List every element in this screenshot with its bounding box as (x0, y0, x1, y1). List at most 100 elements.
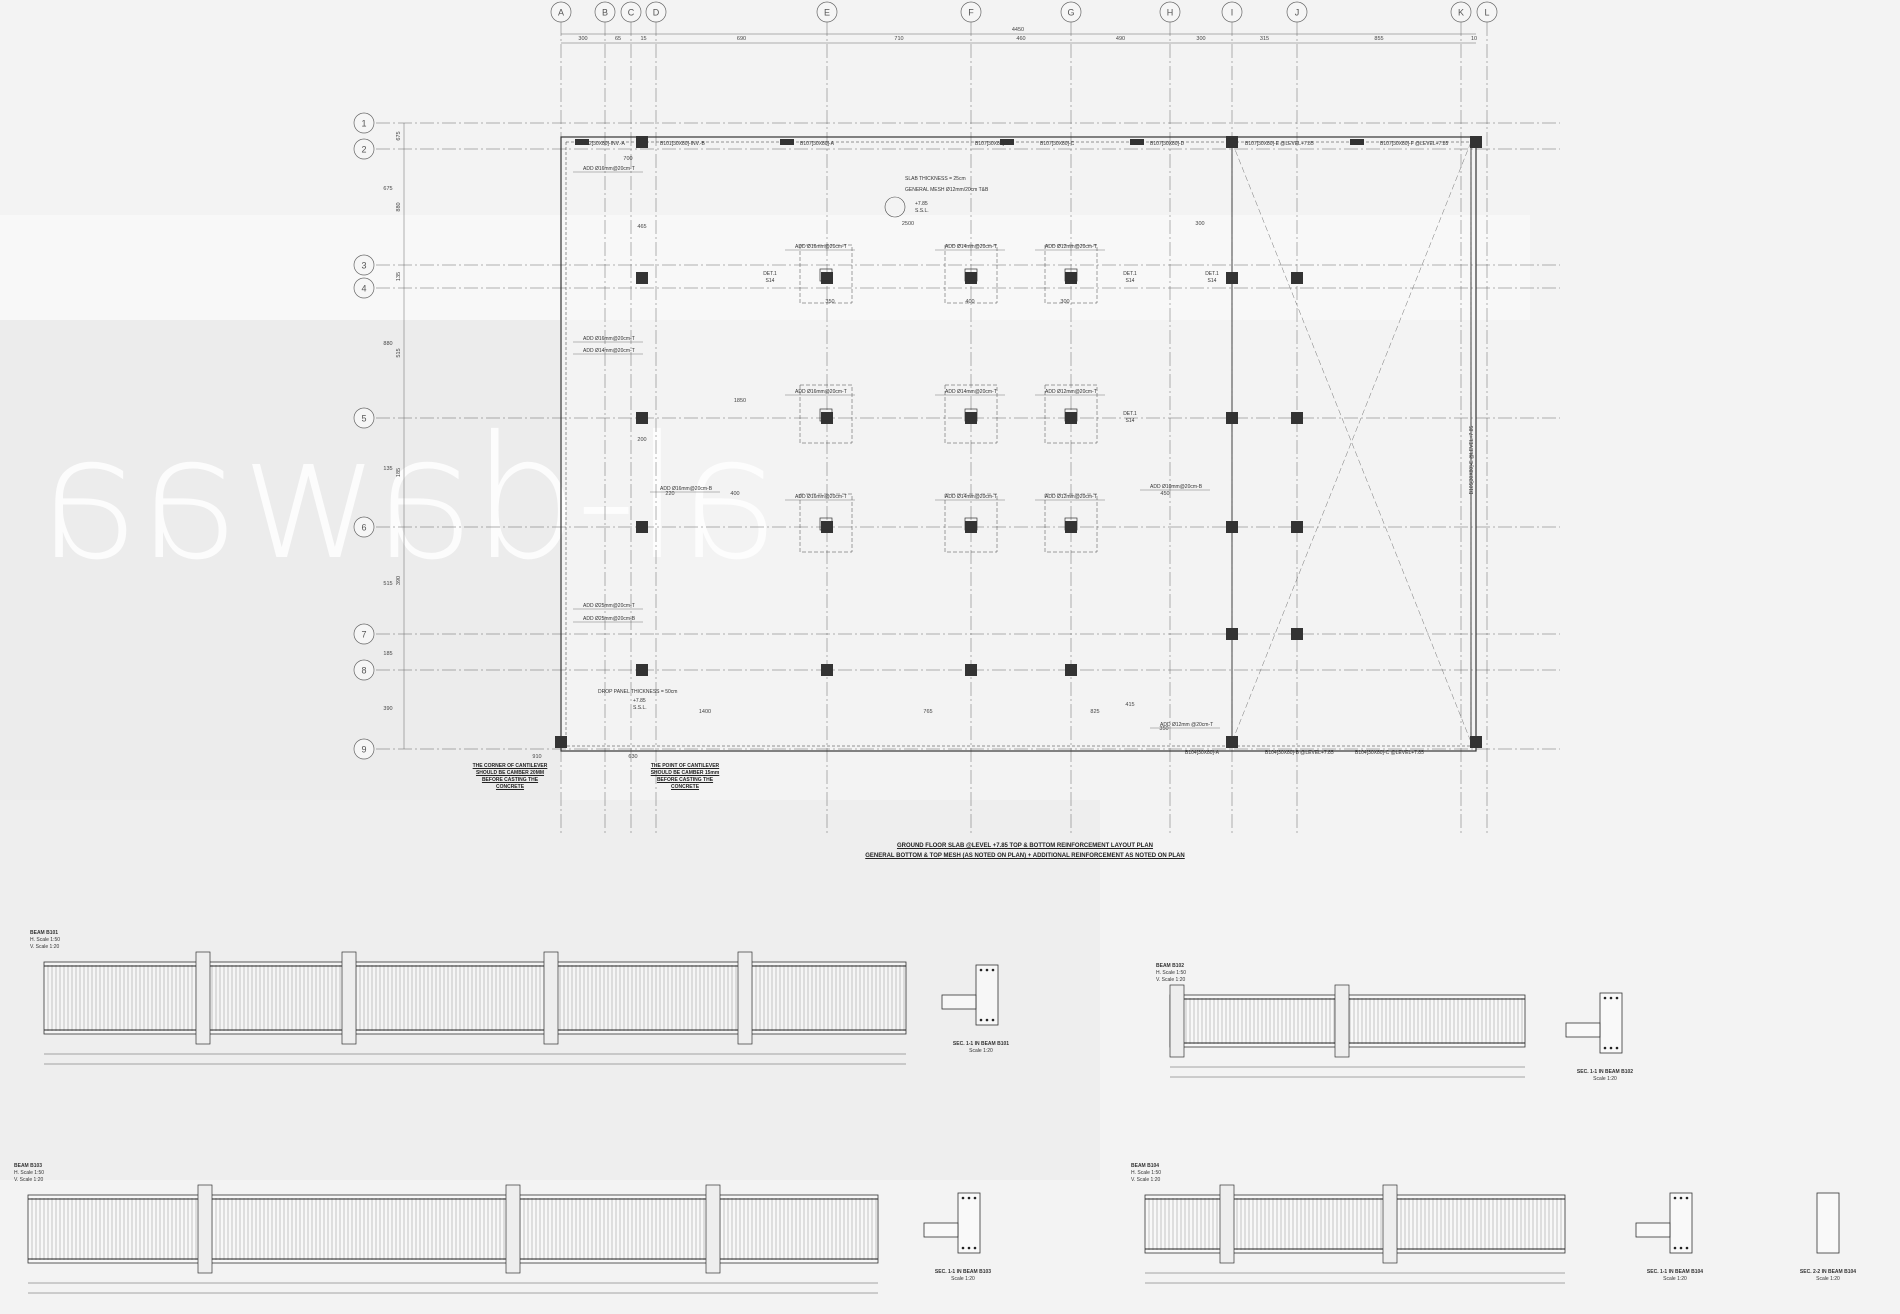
general-mesh-note: GENERAL MESH Ø12mm/20cm T&B (905, 187, 989, 193)
column (1226, 521, 1238, 533)
grid-row-label: 4 (361, 284, 366, 294)
column (1065, 521, 1077, 533)
drop-panel-core (964, 517, 978, 531)
dimension-text: 2500 (902, 221, 914, 227)
grid-bubble (816, 1, 838, 23)
beam-outline (27, 1194, 879, 1264)
section-title: SEC. 2-2 IN BEAM B104 (1800, 1269, 1856, 1275)
dimension-text: 1400 (699, 709, 711, 715)
beam-stub (1350, 139, 1364, 145)
beam-hscale: H. Scale 1:50 (1131, 1170, 1161, 1176)
dimension-text: 185 (383, 651, 392, 657)
grid-column-label: D (653, 8, 660, 18)
section-scale: Scale 1:20 (969, 1048, 993, 1054)
column (965, 521, 977, 533)
section-web (957, 1192, 981, 1254)
grid-column-label: I (1231, 8, 1234, 18)
section-scale: Scale 1:20 (951, 1276, 975, 1282)
support-column (1334, 984, 1350, 1058)
section-web (1599, 992, 1623, 1054)
additional-reinforcement-label: ADD Ø16mm@20cm-T (795, 389, 847, 395)
slab-inner-edge (565, 141, 1472, 747)
detail-marker: DET.1 (763, 271, 777, 277)
dimension-text: 300 (1195, 221, 1204, 227)
drop-panel-core (1064, 408, 1078, 422)
void-cross (1231, 141, 1472, 743)
beam-label: B107[30X80]-C (1040, 141, 1075, 147)
additional-reinforcement-label: ADD Ø12mm@20cm-T (1045, 389, 1097, 395)
grid-row-label: 2 (361, 145, 366, 155)
grid-row-label: 8 (361, 666, 366, 676)
column (1226, 736, 1238, 748)
grid-row-label: 5 (361, 414, 366, 424)
grid-dimension: 460 (1016, 36, 1025, 42)
support-column (341, 951, 357, 1045)
drop-panel-core (819, 268, 833, 282)
beam-label: B107[30X80]-E @LEVEL+7.85 (1245, 141, 1314, 147)
ssl-label: S.S.L. (915, 208, 929, 214)
grid-row-label: 9 (361, 745, 366, 755)
rebar-dot (1679, 1246, 1683, 1250)
dimension-text: 465 (637, 224, 646, 230)
beam-name: BEAM B101 (30, 930, 58, 936)
support-column (543, 951, 559, 1045)
grid-column-label: H (1167, 8, 1174, 18)
section-flange (1635, 1222, 1671, 1238)
column (1470, 136, 1482, 148)
grid-bubble (353, 407, 375, 429)
support-column (1219, 1184, 1235, 1264)
additional-reinforcement-label: ADD Ø16mm@20cm-T (795, 244, 847, 250)
grid-bubble (1221, 1, 1243, 23)
beam-stub (575, 139, 589, 145)
beam-vscale: V. Scale 1:20 (1156, 977, 1186, 983)
beam-elevations: BEAM B101 H. Scale 1:50 V. Scale 1:20SEC. … (14, 930, 1856, 1294)
cantilever-corner-note: THE CORNER OF CANTILEVER SHOULD BE CAMBE… (472, 763, 548, 790)
beam-label: B104[30X80]-A (1185, 750, 1220, 756)
support-column (737, 951, 753, 1045)
dimension-text: 515 (383, 581, 392, 587)
column (1226, 412, 1238, 424)
grid-column-label: G (1067, 8, 1074, 18)
grid-bubble (353, 623, 375, 645)
column (821, 664, 833, 676)
additional-reinforcement-label: ADD Ø16mm@20cm-T (795, 494, 847, 500)
grid-bubble (353, 112, 375, 134)
section-flange (923, 1222, 959, 1238)
grid-row-label: 7 (361, 630, 366, 640)
rebar-dot (1673, 1246, 1677, 1250)
plan-title: GROUND FLOOR SLAB @LEVEL +7.85 TOP & BOT… (896, 843, 1154, 849)
column (1291, 272, 1303, 284)
drop-panel-core (819, 517, 833, 531)
rebar-dot (1685, 1246, 1689, 1250)
grid-column-label: K (1458, 8, 1464, 18)
drop-panel-core (1064, 517, 1078, 531)
drop-panel-core (819, 408, 833, 422)
drop-panel-core (964, 408, 978, 422)
additional-reinforcement-label: ADD Ø16mm@20cm-T (583, 336, 635, 342)
dimension-text: 350 (1159, 726, 1168, 732)
beam-stub (780, 139, 794, 145)
grid-dimension: 880 (396, 202, 402, 211)
dimension-text: 630 (628, 754, 637, 760)
column (1470, 736, 1482, 748)
rebar-dot (979, 968, 983, 972)
column (821, 412, 833, 424)
drop-panel (944, 244, 998, 304)
drop-panel (1044, 493, 1098, 553)
beam-label: B104[30X80]-B @LEVEL+7.85 (1265, 750, 1334, 756)
grid-dimension: 300 (578, 36, 587, 42)
grid-bubble (1476, 1, 1498, 23)
support-column (197, 1184, 213, 1274)
grid-row-label: 1 (361, 119, 366, 129)
section-flange (941, 994, 977, 1010)
rebar-dot (967, 1246, 971, 1250)
drop-panel (799, 384, 853, 444)
grid-bubble (594, 1, 616, 23)
grid-bubble (353, 138, 375, 160)
column (1226, 136, 1238, 148)
section-title: SEC. 1-1 IN BEAM B104 (1647, 1269, 1703, 1275)
grid-lines: A300B65C15D690E710F460G490H300I315J855K1… (353, 1, 1560, 835)
column (1065, 664, 1077, 676)
column (1226, 272, 1238, 284)
dimension-text: 400 (965, 299, 974, 305)
